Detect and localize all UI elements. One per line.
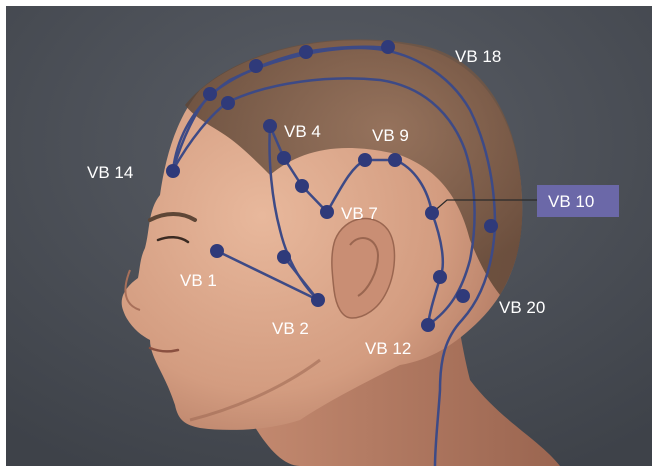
label-vb2: VB 2 [272,319,309,338]
acupoint-vb4 [263,119,277,133]
label-vb20: VB 20 [499,298,545,317]
label-vb18: VB 18 [455,47,501,66]
label-vb14: VB 14 [87,163,133,182]
acupoint-top-1 [249,59,263,73]
acupoint-top-2 [299,45,313,59]
acupoint-vb20 [456,289,470,303]
acupoint-vb12 [421,318,435,332]
acupoint-vb1 [210,244,224,258]
acupoint-vb2 [311,293,325,307]
label-vb7: VB 7 [341,204,378,223]
label-vb1: VB 1 [180,271,217,290]
label-vb12: VB 12 [365,339,411,358]
acupoint-mastoid [433,270,447,284]
acupoint-back [484,219,498,233]
acupoint-vb4-chain-1 [277,151,291,165]
acupoint-vb10 [425,206,439,220]
acupoint-temple-2 [221,96,235,110]
acupoint-vb2-chain [277,250,291,264]
acupoint-vb9-b [388,153,402,167]
acupoint-vb4-chain-2 [295,179,309,193]
label-vb4: VB 4 [284,122,321,141]
acupoint-temple-1 [203,87,217,101]
acupoint-vb18 [381,40,395,54]
acupoint-vb7 [320,205,334,219]
label-vb9: VB 9 [372,126,409,145]
acupoint-vb14 [166,164,180,178]
label-vb10: VB 10 [548,192,594,211]
acupoint-vb9-a [358,153,372,167]
